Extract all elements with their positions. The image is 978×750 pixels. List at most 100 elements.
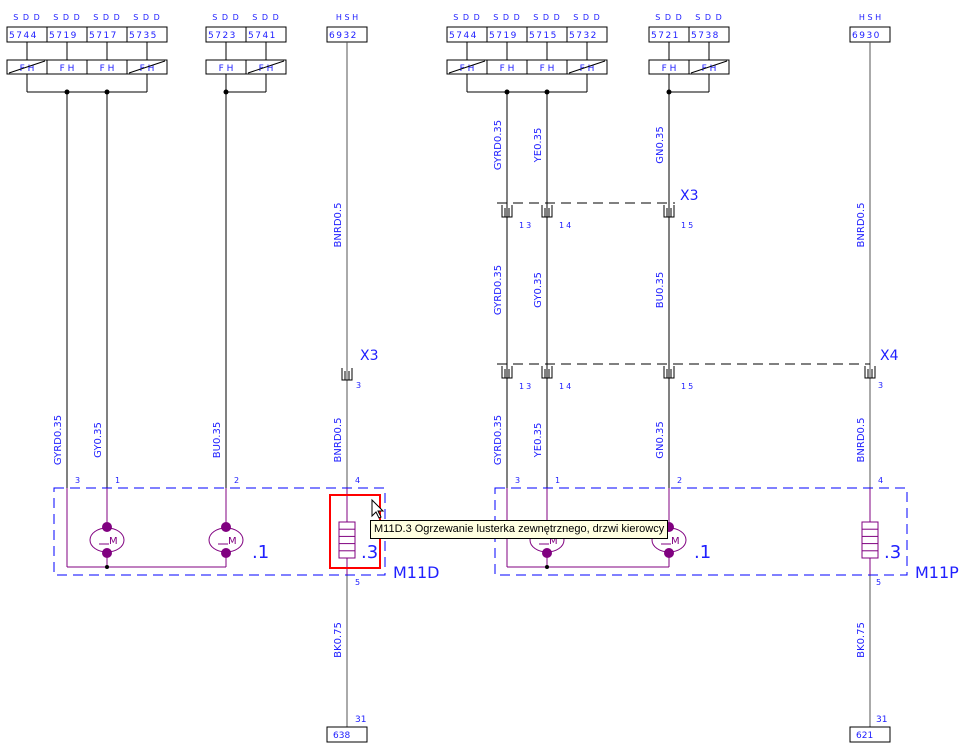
motor-glyph: M: [228, 536, 237, 547]
wire-label: GN0.35: [655, 126, 666, 164]
fuse-id-label: 5717: [89, 31, 118, 41]
wire-label: GN0.35: [655, 421, 666, 459]
fh-label: F H: [219, 64, 234, 74]
fh-label: F H: [140, 64, 155, 74]
fuse-id-label: 5744: [9, 31, 38, 41]
pin-number: 31: [355, 715, 366, 725]
wire-label: BU0.35: [212, 422, 223, 458]
motor-terminal: [102, 522, 112, 532]
fuse-id-label: 5721: [651, 31, 680, 41]
pin-number: 15: [681, 221, 695, 230]
fh-slash: [128, 60, 166, 74]
connector-pin: [541, 205, 553, 218]
wire-label: BNRD0.5: [333, 418, 344, 463]
motor-label: .1: [252, 542, 269, 563]
fuse-id-label: 5735: [129, 31, 158, 41]
hsh-id: 6932: [329, 31, 358, 41]
wire-label: GYRD0.35: [493, 265, 504, 315]
fuse-type-label: S D D: [133, 13, 160, 22]
pin-number: 5: [876, 578, 881, 587]
fh-slash: [247, 60, 285, 74]
pin-number: 4: [355, 476, 360, 485]
wire-label: GYRD0.35: [53, 415, 64, 465]
module-name: M11D: [393, 563, 439, 582]
wire-label: BNRD0.5: [856, 203, 867, 248]
motor-glyph: M: [109, 536, 118, 547]
motor-terminal: [664, 548, 674, 558]
fuse-id-label: 5723: [208, 31, 237, 41]
fuse-id-label: 5744: [449, 31, 478, 41]
fh-label: F H: [540, 64, 555, 74]
motor-terminal: [221, 548, 231, 558]
wire-label: YE0.35: [533, 423, 544, 459]
fh-slash: [690, 60, 728, 74]
pin-number: 1: [115, 476, 120, 485]
junction-dot: [105, 565, 109, 569]
pin-number: 15: [681, 382, 695, 391]
wire-label: BNRD0.5: [856, 418, 867, 463]
fuse-type-label: S D D: [93, 13, 120, 22]
pin-number: 3: [878, 381, 883, 390]
wire-label: BK0.75: [333, 622, 344, 658]
pin-number: 13: [519, 382, 533, 391]
fuse-id-label: 5715: [529, 31, 558, 41]
fh-label: F H: [60, 64, 75, 74]
ground-id: 621: [856, 731, 873, 741]
connector-pin: [541, 366, 553, 379]
heater-icon: [338, 521, 356, 559]
connector-name: X4: [880, 348, 899, 364]
connector-pin: [663, 366, 675, 379]
fuse-type-label: S D D: [453, 13, 480, 22]
wire-label: YE0.35: [533, 128, 544, 164]
tooltip: M11D.3 Ogrzewanie lusterka zewnętrznego,…: [370, 520, 669, 539]
pin-number: 3: [515, 476, 520, 485]
pin-number: 5: [355, 578, 360, 587]
fuse-type-label: S D D: [252, 13, 279, 22]
wire-label: GYRD0.35: [493, 120, 504, 170]
fh-label: F H: [500, 64, 515, 74]
fh-slash: [448, 60, 486, 74]
pin-number: 31: [876, 715, 887, 725]
fuse-type-label: S D D: [53, 13, 80, 22]
pin-number: 2: [234, 476, 239, 485]
ground-box: [849, 726, 891, 743]
fh-label: F H: [20, 64, 35, 74]
hsh-label: H S H: [859, 13, 881, 22]
heater-icon: [861, 521, 879, 559]
wire-label: GY0.35: [533, 272, 544, 308]
hsh-id: 6930: [852, 31, 881, 41]
pin-number: 13: [519, 221, 533, 230]
pin-number: 14: [559, 382, 573, 391]
fuse-id-label: 5719: [489, 31, 518, 41]
module-box-m11p: [494, 487, 908, 576]
fuse-type-label: S D D: [493, 13, 520, 22]
wire-label: BNRD0.5: [333, 203, 344, 248]
motor-label: .1: [694, 542, 711, 563]
fuse-id-label: 5741: [248, 31, 277, 41]
fh-slash: [568, 60, 606, 74]
fh-label: F H: [580, 64, 595, 74]
fuse-type-label: S D D: [695, 13, 722, 22]
motor-glyph: M: [549, 536, 558, 547]
connector-pin: [864, 366, 876, 379]
connector-name: X3: [680, 188, 699, 204]
wire-label: GYRD0.35: [493, 415, 504, 465]
wire-label: BU0.35: [655, 272, 666, 308]
hsh-label: H S H: [336, 13, 358, 22]
fuse-type-label: S D D: [212, 13, 239, 22]
heater-label: .3: [361, 542, 378, 563]
motor-terminal: [221, 522, 231, 532]
module-name: M11P: [915, 563, 959, 582]
mouse-cursor-icon: [371, 498, 385, 519]
ground-id: 638: [333, 731, 350, 741]
connector-pin: [501, 366, 513, 379]
pin-number: 1: [555, 476, 560, 485]
heater-label: .3: [884, 542, 901, 563]
fuse-type-label: S D D: [573, 13, 600, 22]
connector-pin: [341, 368, 353, 381]
pin-number: 2: [677, 476, 682, 485]
fh-label: F H: [100, 64, 115, 74]
pin-number: 3: [356, 381, 361, 390]
motor-terminal: [102, 548, 112, 558]
